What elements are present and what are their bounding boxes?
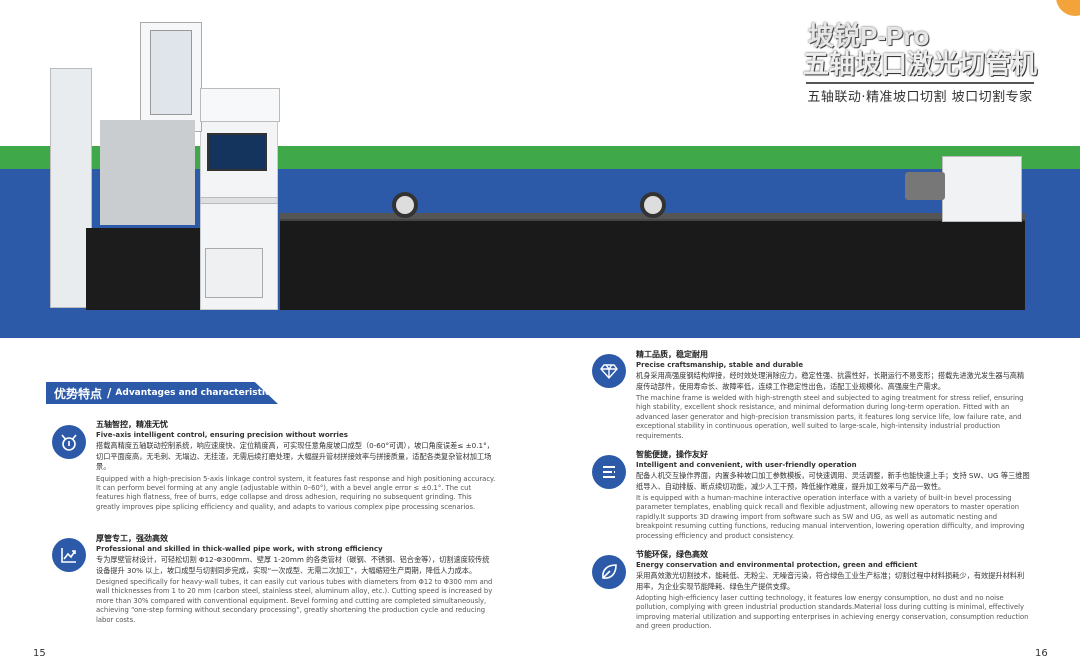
feature-body-en: Adopting high-efficiency laser cutting t… bbox=[636, 594, 1029, 631]
product-line: 坡锐P-Pro bbox=[808, 21, 930, 51]
product-tagline: 五轴联动·精准坡口切割 坡口切割专家 bbox=[807, 90, 1033, 105]
feature-body-cn: 机身采用高强度钢结构焊接，经时效处理消除应力，稳定性强、抗震性好，长期运行不易变… bbox=[636, 371, 1025, 391]
feature-title-en: Precise craftsmanship, stable and durabl… bbox=[636, 361, 804, 369]
feature-body-en: It is equipped with a human-machine inte… bbox=[636, 494, 1025, 540]
feature-title-cn: 精工品质，稳定耐用 bbox=[636, 350, 708, 359]
menu-lines-icon bbox=[592, 455, 626, 489]
trend-chart-icon bbox=[52, 538, 86, 572]
feature-green: 节能环保，绿色高效 Energy conservation and enviro… bbox=[636, 550, 1030, 632]
feature-body-en: Equipped with a high-precision 5-axis li… bbox=[96, 474, 496, 511]
feature-title-cn: 厚管专工，强劲高效 bbox=[96, 534, 168, 543]
title-divider bbox=[806, 82, 1034, 84]
feature-body-cn: 配备人机交互操作界面，内置多种坡口加工参数模板，可快速调用、灵活调整，新手也能快… bbox=[636, 471, 1030, 491]
feature-body-cn: 采用高效激光切割技术，能耗低、无粉尘、无噪音污染，符合绿色工业生产标准；切割过程… bbox=[636, 571, 1025, 591]
product-name: 五轴坡口激光切管机 bbox=[802, 50, 1037, 80]
feature-five-axis: 五轴智控，精准无忧 Five-axis intelligent control,… bbox=[96, 420, 496, 512]
hero-title: 坡锐P-Pro 五轴坡口激光切管机 五轴联动·精准坡口切割 坡口切割专家 bbox=[800, 22, 1040, 105]
five-axis-icon bbox=[52, 425, 86, 459]
feature-title-cn: 节能环保，绿色高效 bbox=[636, 550, 708, 559]
feature-body-cn: 专为厚壁管材设计，可轻松切割 Φ12-Φ300mm、壁厚 1-20mm 的各类管… bbox=[96, 555, 490, 575]
section-title-en: Advantages and characteristics bbox=[115, 388, 276, 398]
feature-thick-wall: 厚管专工，强劲高效 Professional and skilled in th… bbox=[96, 534, 496, 625]
page-number-left: 15 bbox=[33, 648, 46, 659]
section-header: 优势特点 / Advantages and characteristics bbox=[46, 382, 278, 404]
page-number-right: 16 bbox=[1035, 648, 1048, 659]
feature-body-en: Designed specifically for heavy-wall tub… bbox=[96, 578, 493, 624]
feature-body-cn: 搭载高精度五轴联动控制系统，响应速度快、定位精度高，可实现任意角度坡口成型（0-… bbox=[96, 441, 494, 471]
feature-user-friendly: 智能便捷，操作友好 Intelligent and convenient, wi… bbox=[636, 450, 1030, 541]
leaf-icon bbox=[592, 555, 626, 589]
feature-title-en: Intelligent and convenient, with user-fr… bbox=[636, 461, 857, 469]
feature-title-en: Energy conservation and environmental pr… bbox=[636, 561, 918, 569]
decor-circle bbox=[1056, 0, 1080, 16]
feature-craftsmanship: 精工品质，稳定耐用 Precise craftsmanship, stable … bbox=[636, 350, 1030, 441]
feature-title-en: Five-axis intelligent control, ensuring … bbox=[96, 431, 348, 439]
feature-body-en: The machine frame is welded with high-st… bbox=[636, 394, 1024, 440]
section-title-cn: 优势特点 bbox=[54, 386, 103, 401]
feature-title-cn: 智能便捷，操作友好 bbox=[636, 450, 708, 459]
feature-title-en: Professional and skilled in thick-walled… bbox=[96, 545, 383, 553]
diamond-icon bbox=[592, 354, 626, 388]
section-separator: / bbox=[107, 386, 112, 400]
feature-title-cn: 五轴智控，精准无忧 bbox=[96, 420, 168, 429]
